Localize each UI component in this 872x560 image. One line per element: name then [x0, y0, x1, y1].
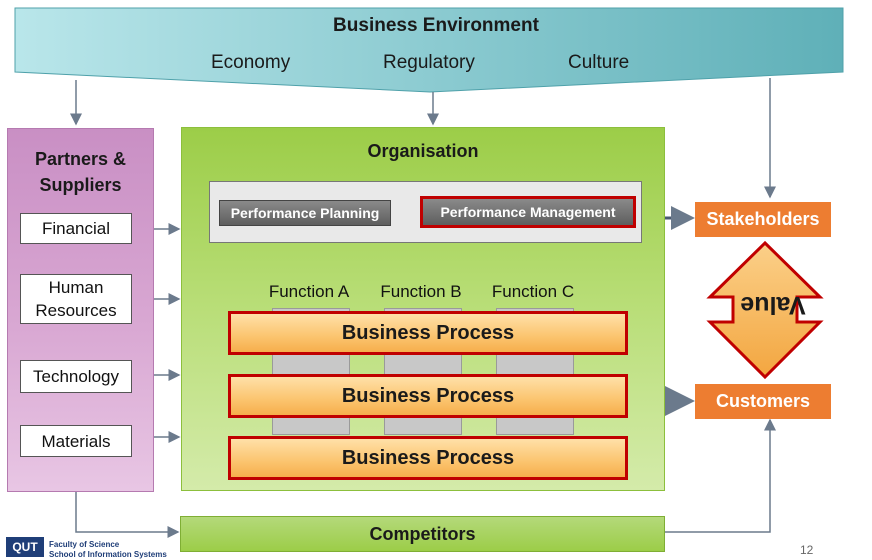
faculty-line1: Faculty of Science [49, 540, 120, 549]
value-double-arrow [706, 240, 824, 380]
technology-box: Technology [20, 360, 132, 393]
customers-box: Customers [695, 384, 831, 419]
human-resources-box: Human Resources [20, 274, 132, 324]
competitors-box: Competitors [180, 516, 665, 552]
performance-planning-box: Performance Planning [219, 200, 391, 226]
business-process-2: Business Process [228, 374, 628, 418]
function-b-label: Function B [380, 282, 462, 301]
business-environment-banner [14, 7, 844, 93]
performance-management-box: Performance Management [420, 196, 636, 228]
human-label: Human [48, 278, 104, 297]
culture-label: Culture [568, 52, 630, 73]
faculty-line2: School of Information Systems [49, 550, 167, 559]
resources-label: Resources [35, 301, 117, 320]
competitors-to-customers-connector [665, 418, 776, 533]
page-number: 12 [800, 543, 814, 557]
value-label: Value [740, 291, 806, 319]
organisation-title: Organisation [367, 141, 479, 161]
business-process-1: Business Process [228, 311, 628, 355]
qut-logo: QUT [6, 537, 44, 557]
business-process-3: Business Process [228, 436, 628, 480]
financial-box: Financial [20, 213, 132, 244]
business-environment-title: Business Environment [333, 15, 539, 36]
function-c-label: Function C [491, 282, 575, 301]
faculty-label: Faculty of Science School of Information… [49, 540, 167, 560]
materials-box: Materials [20, 425, 132, 457]
function-a-label: Function A [268, 282, 350, 301]
stakeholders-box: Stakeholders [695, 202, 831, 237]
economy-label: Economy [211, 52, 291, 73]
partners-suppliers-title: Partners & Suppliers [7, 146, 154, 198]
partners-to-competitors-connector [75, 492, 180, 538]
regulatory-label: Regulatory [383, 52, 475, 73]
partners-title-line1: Partners & [34, 149, 127, 169]
partners-title-line2: Suppliers [39, 175, 122, 195]
